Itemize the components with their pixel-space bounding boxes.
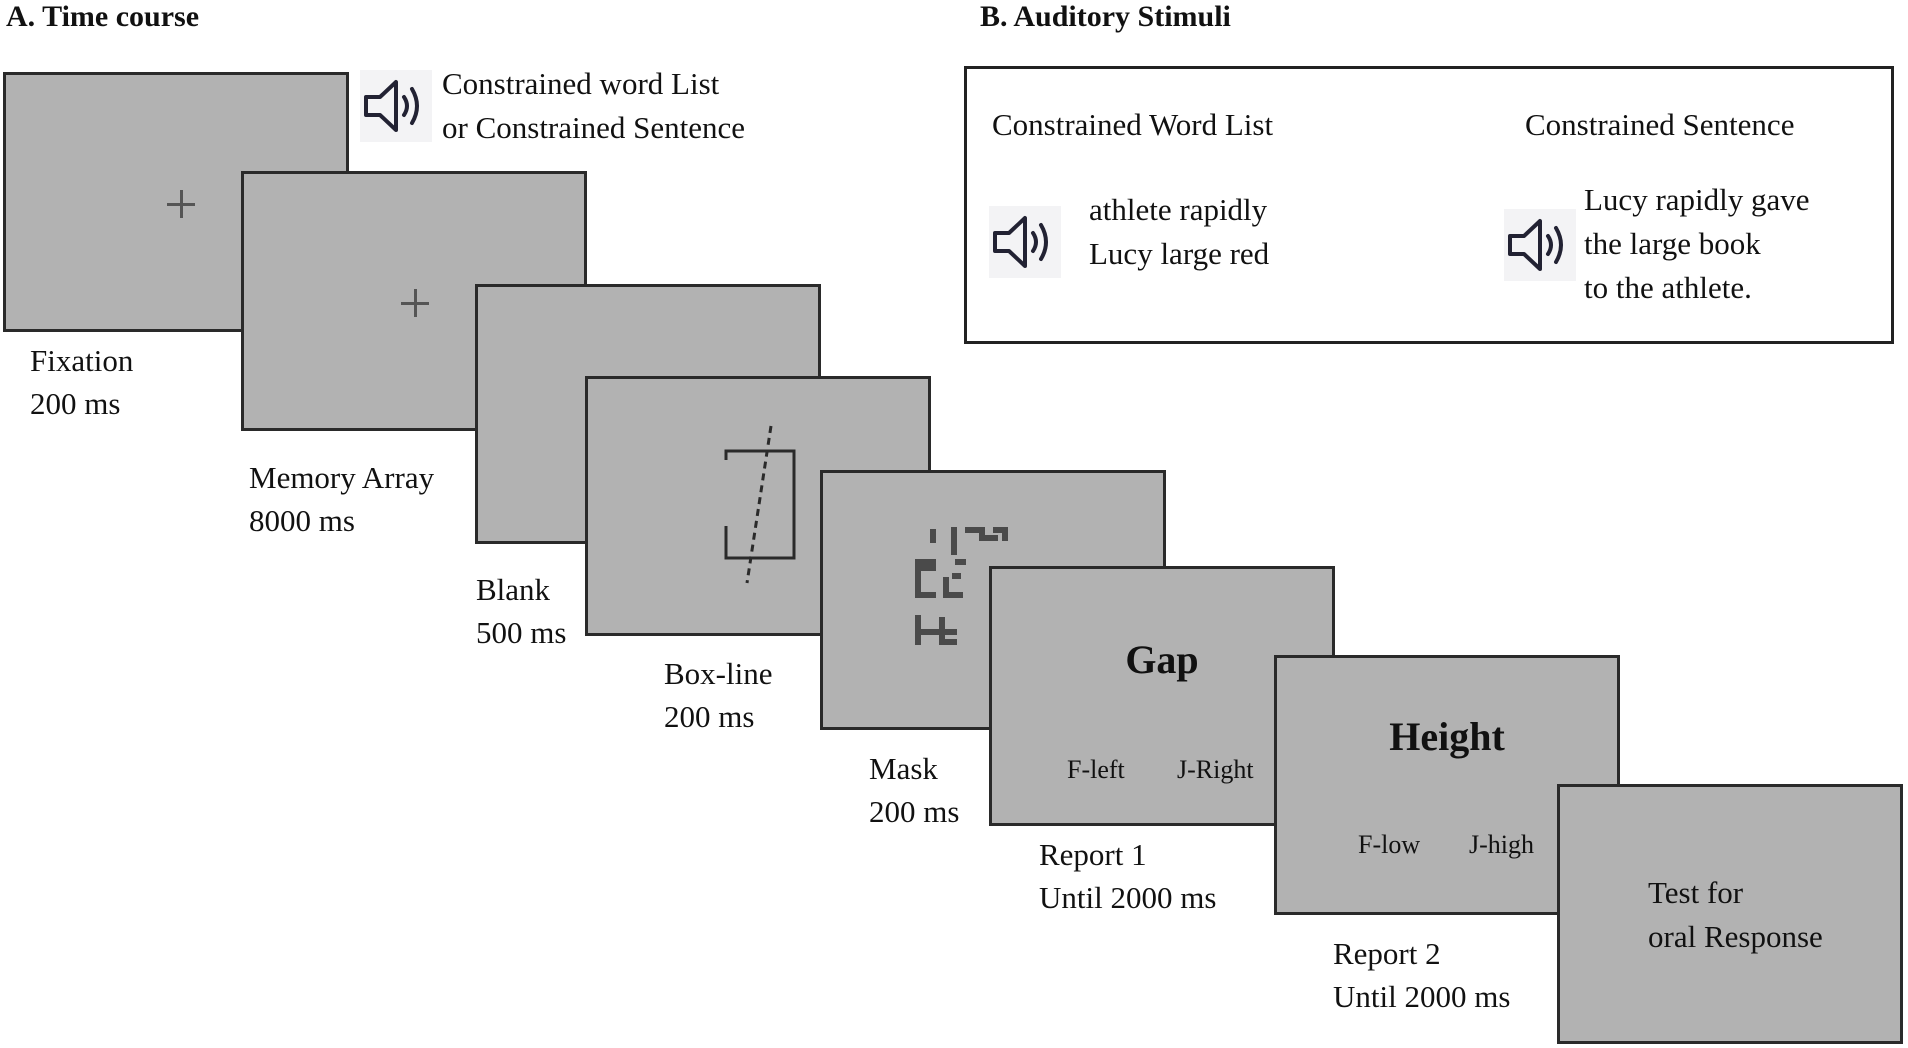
sentence-lines: Lucy rapidly gave the large book to the … [1584,178,1810,310]
word-list-title: Constrained Word List [992,107,1274,142]
audio-caption-line-2: or Constrained Sentence [442,110,746,145]
memory-array-name: Memory Array [249,460,435,495]
auditory-stimuli-box: Constrained Word List Constrained Senten… [964,66,1894,344]
fixation-duration: 200 ms [30,386,121,421]
fixation-cross-icon [167,190,195,218]
sentence-line-3: to the athlete. [1584,270,1752,305]
box-line-stimulus [724,425,796,584]
fixation-label: Fixation 200 ms [30,339,133,425]
key-f-left: F-left [1067,755,1125,784]
word-list-line-1: athlete rapidly [1089,192,1268,227]
blank-duration: 500 ms [476,615,567,650]
word-list-line-2: Lucy large red [1089,236,1270,271]
report-1-name: Report 1 [1039,837,1147,872]
key-j-high: J-high [1469,830,1534,859]
fixation-cross-icon [401,289,429,317]
box-line-duration: 200 ms [664,699,755,734]
sentence-title: Constrained Sentence [1525,107,1795,142]
key-j-right: J-Right [1177,755,1254,784]
oral-response-line-1: Test for [1648,875,1744,910]
report-1-label: Report 1 Until 2000 ms [1039,833,1216,919]
oral-response-text: Test for oral Response [1648,871,1823,959]
audio-caption-line-1: Constrained word List [442,66,720,101]
mask-pattern [915,527,1008,645]
box-line-name: Box-line [664,656,773,691]
gap-prompt: Gap [1125,637,1199,682]
panel-b-heading: B. Auditory Stimuli [980,0,1231,33]
fixation-name: Fixation [30,343,134,378]
report-2-name: Report 2 [1333,936,1441,971]
speaker-icon [989,206,1061,278]
oral-response-line-2: oral Response [1648,919,1823,954]
word-list-lines: athlete rapidly Lucy large red [1089,188,1269,276]
sentence-line-2: the large book [1584,226,1761,261]
audio-caption: Constrained word List or Constrained Sen… [442,62,745,150]
sentence-line-1: Lucy rapidly gave [1584,182,1810,217]
report-2-label: Report 2 Until 2000 ms [1333,932,1510,1018]
mask-name: Mask [869,751,938,786]
key-f-low: F-low [1358,830,1421,859]
box-line-label: Box-line 200 ms [664,652,773,738]
mask-duration: 200 ms [869,794,960,829]
report-1-duration: Until 2000 ms [1039,880,1217,915]
oral-response-screen: Test for oral Response [1557,784,1903,1044]
report-2-duration: Until 2000 ms [1333,979,1511,1014]
speaker-icon [360,70,432,142]
memory-array-duration: 8000 ms [249,503,355,538]
blank-name: Blank [476,572,551,607]
memory-array-label: Memory Array 8000 ms [249,456,434,542]
blank-label: Blank 500 ms [476,568,566,654]
speaker-icon [1504,209,1576,281]
mask-label: Mask 200 ms [869,747,959,833]
panel-a-heading: A. Time course [6,0,200,33]
height-prompt: Height [1389,714,1505,759]
